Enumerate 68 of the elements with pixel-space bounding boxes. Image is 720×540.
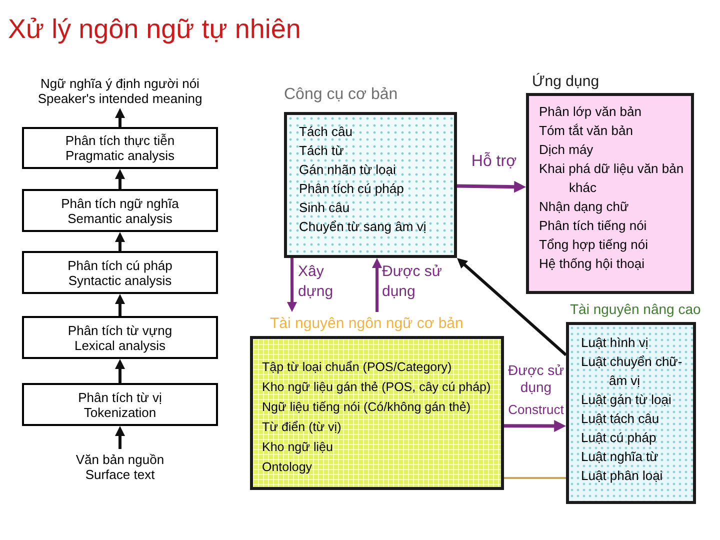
edge-label: Construct — [507, 401, 565, 418]
box-text: Phân tích ngữ nghĩa — [61, 196, 179, 210]
connector-line — [504, 477, 566, 479]
box-text: Tokenization — [84, 404, 156, 420]
arrow — [114, 169, 126, 189]
list-item: Tách từ — [299, 142, 344, 160]
list-item: Luật cú pháp — [581, 429, 656, 447]
edge-label: Hỗ trợ — [470, 152, 518, 172]
box-text: Syntactic analysis — [68, 272, 172, 288]
list-item: Hệ thống hội thoại — [539, 255, 645, 273]
box-text: Pragmatic analysis — [65, 148, 175, 163]
arrow — [457, 258, 567, 356]
list-item: Tập từ loại chuẩn (POS/Category) — [262, 359, 452, 376]
list-item: Luật gán từ loại — [581, 391, 672, 409]
box-text: Phân tích từ vựng — [68, 322, 172, 338]
panel-heading: Ứng dụng — [532, 72, 600, 91]
arrow — [504, 420, 566, 432]
list-item: Ngữ liệu tiếng nói (Có/không gán thẻ) — [262, 399, 470, 416]
box-text: Lexical analysis — [74, 338, 166, 352]
list-item: Phân tích cú pháp — [299, 180, 404, 198]
node-text: Surface text — [85, 467, 155, 482]
list-item: Ontology — [262, 459, 312, 476]
node-text: Speaker's intended meaning — [38, 91, 202, 106]
box-text: Phân tích từ vị — [78, 390, 162, 404]
list-item: Phân lớp văn bản — [539, 103, 642, 121]
list-item: Luật chuyển chữ-âm vị — [581, 353, 684, 390]
process-box — [22, 189, 218, 232]
arrow — [114, 108, 126, 127]
process-box — [22, 316, 218, 359]
list-item: Luật phân loại — [581, 467, 663, 485]
list-item: Nhận dạng chữ — [539, 198, 629, 216]
edge-label: Được sử dụng — [382, 262, 442, 302]
box-text: Phân tích thực tiễn — [65, 133, 175, 148]
list-item: Tổng hợp tiếng nói — [539, 236, 648, 254]
arrow — [114, 232, 126, 251]
list-item: Luật hình vị — [581, 334, 648, 352]
node-text: Ngữ nghĩa ý định người nói — [40, 76, 200, 91]
process-box — [22, 383, 218, 426]
arrow — [456, 180, 526, 193]
list-item: Khai phá dữ liệu văn bản khác — [539, 160, 685, 197]
box-text: Semantic analysis — [68, 210, 172, 226]
list-item: Chuyển từ sang âm vị — [299, 218, 426, 236]
list-item: Gán nhãn từ loại — [299, 161, 396, 179]
arrow — [114, 294, 126, 316]
edge-label: Xây dựng — [298, 262, 334, 302]
edge-label: Được sử dụng — [507, 362, 565, 396]
list-item: Phân tích tiếng nói — [539, 217, 647, 235]
list-item: Từ điển (từ vị) — [262, 419, 342, 436]
list-item: Luật tách câu — [581, 410, 660, 428]
box-text: Phân tích cú pháp — [68, 258, 172, 272]
list-item: Tóm tắt văn bản — [539, 122, 633, 140]
arrow — [114, 359, 126, 383]
list-item: Tách câu — [299, 123, 352, 141]
page-title: Xử lý ngôn ngữ tự nhiên — [8, 13, 301, 46]
panel-heading: Tài nguyên nâng cao — [570, 300, 701, 319]
arrow — [372, 258, 382, 312]
panel-heading: Công cụ cơ bản — [284, 85, 398, 105]
list-item: Luật nghĩa từ — [581, 448, 658, 466]
node-text: Văn bản nguồn — [76, 452, 164, 467]
arrow — [114, 426, 126, 449]
arrow — [286, 258, 298, 312]
process-box — [22, 251, 218, 294]
panel-heading: Tài nguyên ngôn ngữ cơ bản — [270, 314, 464, 333]
list-item: Kho ngữ liệu gán thẻ (POS, cây cú pháp) — [262, 379, 491, 396]
list-item: Kho ngữ liệu — [262, 439, 333, 456]
list-item: Dịch máy — [539, 141, 594, 159]
process-box — [22, 127, 218, 169]
list-item: Sinh câu — [299, 199, 350, 217]
